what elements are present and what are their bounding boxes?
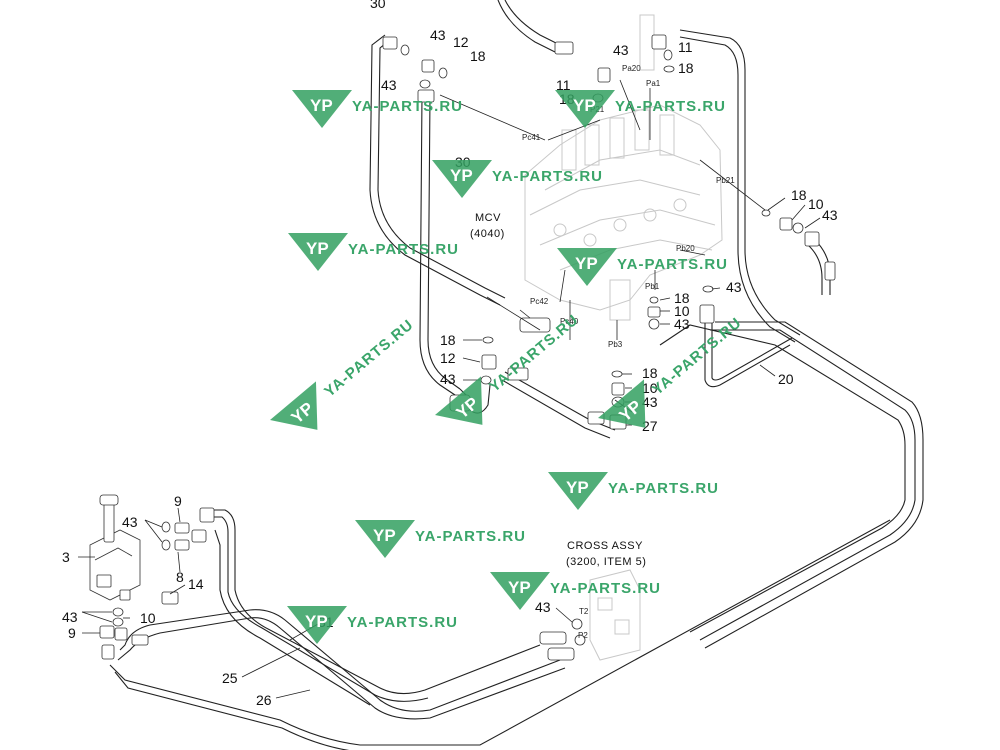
captions: MCV (4040) CROSS ASSY (3200, ITEM 5) xyxy=(470,212,646,568)
watermark-text: YA-PARTS.RU xyxy=(352,98,463,115)
watermark-text: YA-PARTS.RU xyxy=(348,241,459,258)
port-label-pc42: Pc42 xyxy=(530,297,549,306)
port-label-pa20: Pa20 xyxy=(622,64,641,73)
watermark-logo-text: YP xyxy=(566,478,589,497)
watermark-logo: YP YA-PARTS.RU xyxy=(288,233,459,271)
part-number: 43 xyxy=(122,514,138,530)
watermark-logo-text: YP xyxy=(450,166,473,185)
part-number: 25 xyxy=(222,670,238,686)
part-number: 3 xyxy=(62,549,70,565)
part-number: 43 xyxy=(674,316,690,332)
part-number: 18 xyxy=(678,60,694,76)
part-number: 11 xyxy=(678,39,693,55)
watermark-text: YA-PARTS.RU xyxy=(615,98,726,115)
watermark-logo-text: YP xyxy=(310,96,333,115)
part-number: 10 xyxy=(642,380,658,396)
part-number: 43 xyxy=(613,42,629,58)
part-number: 10 xyxy=(674,303,690,319)
cross-assembly-block xyxy=(589,569,641,661)
port-label-pc41: Pc41 xyxy=(522,133,541,142)
part-number: 18 xyxy=(791,187,807,203)
mcv-caption-line2: (4040) xyxy=(470,228,505,240)
part-number: 20 xyxy=(778,371,794,387)
port-label-t2: T2 xyxy=(579,607,589,616)
pilot-valve-assembly xyxy=(89,494,141,601)
watermark-text: YA-PARTS.RU xyxy=(550,580,661,597)
watermark-logo-text: YP xyxy=(573,96,596,115)
cross-caption-line2: (3200, ITEM 5) xyxy=(566,556,646,568)
part-number: 12 xyxy=(440,350,456,366)
part-number: 18 xyxy=(440,332,456,348)
port-label-pa1: Pa1 xyxy=(646,79,661,88)
part-number: 27 xyxy=(642,418,658,434)
watermarks: YP YA-PARTS.RU YP YA-PARTS.RU YP YA-PART… xyxy=(270,90,745,644)
part-number: 43 xyxy=(440,371,456,387)
mcv-valve-block xyxy=(524,14,723,321)
part-number: 18 xyxy=(642,365,658,381)
watermark-logo: YP YA-PARTS.RU xyxy=(548,472,719,510)
port-label-pb3: Pb3 xyxy=(608,340,623,349)
part-number: 18 xyxy=(674,290,690,306)
mcv-caption-line1: MCV xyxy=(475,212,501,224)
watermark-logo-text: YP xyxy=(508,578,531,597)
watermark-text: YA-PARTS.RU xyxy=(492,168,603,185)
port-labels: Pa20 Pa1 P21 Pc41 Pb21 Pb20 Pb1 Pc42 Pc4… xyxy=(522,64,735,640)
watermark-text: YA-PARTS.RU xyxy=(608,480,719,497)
part-numbers: 30 43 12 18 43 43 11 18 11 18 30 18 10 4… xyxy=(62,0,838,708)
watermark-text: YA-PARTS.RU xyxy=(347,614,458,631)
watermark-logo: YP YA-PARTS.RU xyxy=(355,520,526,558)
watermark-logo: YP YA-PARTS.RU xyxy=(270,316,417,430)
watermark-logo: YP YA-PARTS.RU xyxy=(490,572,661,610)
part-number: 12 xyxy=(453,34,469,50)
port-label-p2: P2 xyxy=(578,631,588,640)
watermark-logo: YP YA-PARTS.RU xyxy=(435,311,582,425)
watermark-logo-text: YP xyxy=(373,526,396,545)
part-number: 11 xyxy=(556,77,571,93)
watermark-logo: YP YA-PARTS.RU xyxy=(287,606,458,644)
watermark-text: YA-PARTS.RU xyxy=(415,528,526,545)
part-number: 43 xyxy=(535,599,551,615)
part-number: 30 xyxy=(370,0,386,11)
watermark-logo: YP YA-PARTS.RU xyxy=(292,90,463,128)
cross-caption-line1: CROSS ASSY xyxy=(567,540,643,552)
part-number: 43 xyxy=(381,77,397,93)
watermark-text: YA-PARTS.RU xyxy=(321,316,417,400)
port-label-pb1: Pb1 xyxy=(645,282,660,291)
fittings xyxy=(89,34,836,661)
part-number: 9 xyxy=(174,493,182,509)
watermark-logo-text: YP xyxy=(305,612,328,631)
port-label-pb20: Pb20 xyxy=(676,244,695,253)
part-number: 8 xyxy=(176,569,184,585)
part-number: 43 xyxy=(726,279,742,295)
part-number: 43 xyxy=(430,27,446,43)
part-number: 10 xyxy=(808,196,824,212)
port-label-pc40: Pc40 xyxy=(560,317,579,326)
port-label-pb21: Pb21 xyxy=(716,176,735,185)
watermark-logo-text: YP xyxy=(306,239,329,258)
watermark-text: YA-PARTS.RU xyxy=(617,256,728,273)
watermark-logo: YP YA-PARTS.RU xyxy=(432,160,603,198)
watermark-logo: YP YA-PARTS.RU xyxy=(555,90,726,128)
part-number: 14 xyxy=(188,576,204,592)
watermark-logo-text: YP xyxy=(575,254,598,273)
part-number: 43 xyxy=(822,207,838,223)
part-number: 43 xyxy=(642,394,658,410)
part-number: 18 xyxy=(470,48,486,64)
part-number: 9 xyxy=(68,625,76,641)
part-number: 26 xyxy=(256,692,272,708)
part-number: 10 xyxy=(140,610,156,626)
part-number: 43 xyxy=(62,609,78,625)
watermark-logo: YP YA-PARTS.RU xyxy=(557,248,728,286)
